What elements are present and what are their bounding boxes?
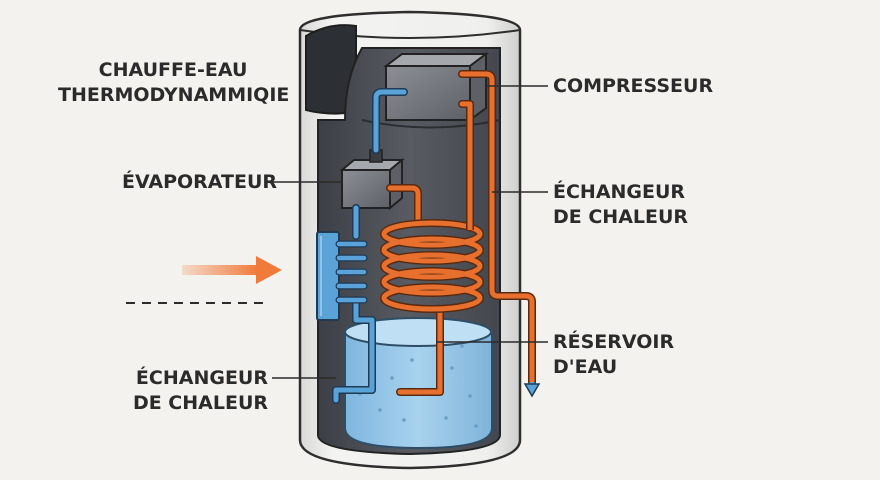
diagram-title: CHAUFFE-EAU THERMODYNAMMIQIE — [58, 58, 290, 108]
label-reservoir: RÉSERVOIR D'EAU — [553, 330, 674, 380]
label-evaporateur: ÉVAPORATEUR — [122, 171, 278, 193]
label-echangeur-lower-line1: ÉCHANGEUR — [135, 367, 268, 389]
label-echangeur-upper-line2: DE CHALEUR — [553, 206, 689, 228]
label-echangeur-lower-line2: DE CHALEUR — [132, 392, 268, 414]
label-reservoir-line1: RÉSERVOIR — [553, 331, 675, 353]
blue-exchanger-coil — [316, 231, 368, 321]
label-compresseur: COMPRESSEUR — [553, 75, 714, 97]
label-reservoir-line2: D'EAU — [553, 356, 618, 378]
leader-lines — [272, 85, 548, 379]
cold-refrigerant-pipes — [332, 88, 408, 404]
water-tank — [344, 317, 493, 450]
water-outlet-arrow — [523, 382, 541, 398]
label-echangeur-upper-line1: ÉCHANGEUR — [553, 181, 686, 203]
air-inflow-arrow — [182, 256, 282, 284]
title-line-2: THERMODYNAMMIQIE — [58, 84, 290, 106]
label-echangeur-lower: ÉCHANGEUR DE CHALEUR — [118, 366, 268, 416]
hot-helix-coil — [380, 170, 484, 313]
label-echangeur-upper: ÉCHANGEUR DE CHALEUR — [553, 180, 688, 230]
title-line-1: CHAUFFE-EAU — [98, 59, 248, 81]
hot-refrigerant-pipes — [386, 70, 536, 396]
